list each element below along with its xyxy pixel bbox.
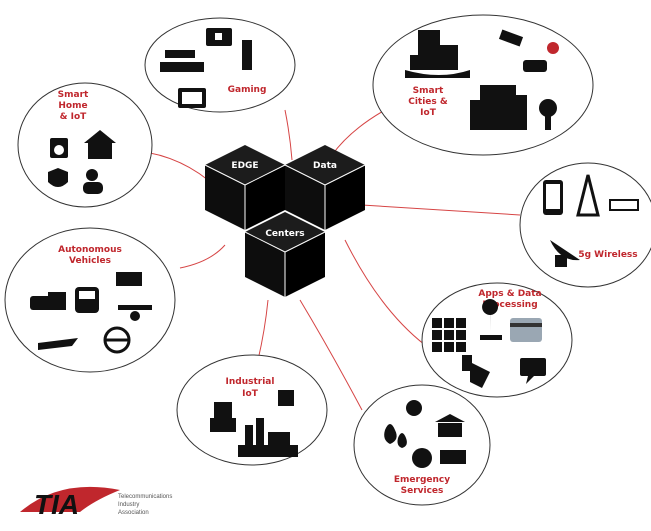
connector-industrial <box>257 299 269 361</box>
node-5g-wireless: 5g Wireless <box>519 162 651 288</box>
house-icon <box>84 130 116 143</box>
node-label-smart-home-3: & IoT <box>60 112 88 122</box>
cube-label-edge: EDGE <box>231 161 258 171</box>
chat-icon <box>520 358 546 376</box>
building-bank-icon <box>435 414 465 422</box>
connector-autonomous <box>179 244 226 269</box>
node-label-smart-home-1: Smart <box>58 90 89 100</box>
factory-icon <box>245 425 253 457</box>
connector-emergency <box>299 299 363 411</box>
cube-edge <box>204 145 286 230</box>
connector-smart-cities <box>331 109 386 156</box>
tia-line-1: Telecommunications <box>118 494 172 500</box>
node-smart-cities: Smart Cities & IoT <box>372 14 594 156</box>
fire-icon <box>384 424 397 444</box>
cube-data <box>284 145 366 230</box>
parking-icon <box>547 42 559 54</box>
node-autonomous-vehicles: Autonomous Vehicles <box>4 227 176 373</box>
medical-icon <box>412 448 432 468</box>
dish-icon <box>550 240 580 261</box>
node-label-emergency-2: Services <box>401 486 444 496</box>
console-icon <box>165 50 195 58</box>
tia-line-2: Industry <box>118 502 139 508</box>
grid-icon <box>432 318 466 352</box>
camera-icon <box>498 29 524 47</box>
node-label-smart-cities-3: IoT <box>420 108 437 118</box>
credit-card-icon <box>510 318 542 342</box>
node-label-emergency-1: Emergency <box>394 475 450 485</box>
node-emergency: Emergency Services <box>353 384 491 506</box>
tower-icon <box>576 174 600 217</box>
drone-icon <box>118 305 152 310</box>
satellite-icon <box>609 199 639 211</box>
car-icon <box>523 60 547 72</box>
touch-icon <box>462 355 472 371</box>
node-label-industrial-1: Industrial <box>226 377 275 387</box>
shield-icon <box>48 168 68 187</box>
tia-mark: TIA <box>34 489 79 520</box>
connector-5g <box>361 204 521 216</box>
person-icon <box>86 169 98 181</box>
tia-line-3: Association <box>118 510 149 516</box>
chip-icon <box>278 390 294 406</box>
node-apps-data: Apps & Data Processing <box>421 282 573 398</box>
airplane-icon <box>38 338 78 350</box>
node-label-autonomous-2: Vehicles <box>69 256 111 266</box>
ambulance-icon <box>440 450 466 464</box>
node-industrial-iot: Industrial IoT <box>176 354 328 466</box>
node-label-industrial-2: IoT <box>242 389 259 399</box>
node-label-smart-cities-1: Smart <box>413 86 444 96</box>
node-label-gaming: Gaming <box>228 85 267 95</box>
central-cubes: EDGE Data Centers <box>204 145 366 297</box>
node-label-smart-home-2: Home <box>58 101 87 111</box>
cube-centers <box>244 212 326 297</box>
cube-label-data: Data <box>313 161 337 171</box>
truck-icon <box>116 272 142 286</box>
meter-icon <box>539 99 557 117</box>
node-gaming: Gaming <box>144 17 296 113</box>
security-camera-icon <box>406 400 422 416</box>
node-label-apps-1: Apps & Data <box>478 289 541 299</box>
node-label-autonomous-1: Autonomous <box>58 245 122 255</box>
building-icon <box>418 30 440 70</box>
node-label-smart-cities-2: Cities & <box>408 97 448 107</box>
cube-label-centers: Centers <box>265 229 304 239</box>
console-tower-icon <box>242 40 252 70</box>
node-smart-home: Smart Home & IoT <box>17 82 153 208</box>
tia-logo: TIA Telecommunications Industry Associat… <box>20 486 172 520</box>
connector-gaming <box>284 109 293 161</box>
location-pin-icon <box>482 299 499 332</box>
tia-swoosh <box>20 486 120 512</box>
skyscraper-icon <box>480 85 516 130</box>
console-slim-icon <box>160 62 204 72</box>
node-label-5g: 5g Wireless <box>578 250 637 260</box>
train-icon <box>75 287 99 313</box>
gaming-icons <box>160 28 252 108</box>
connector-apps <box>344 239 426 346</box>
node-label-apps-2: Processing <box>482 300 537 310</box>
